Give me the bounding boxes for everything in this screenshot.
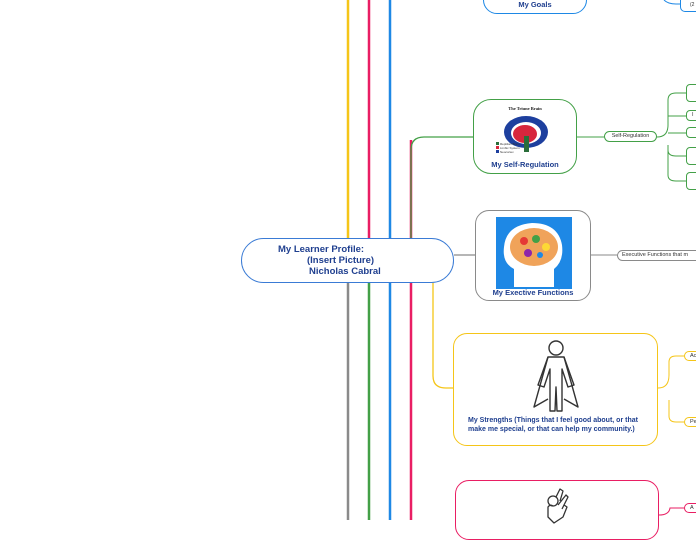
connector-goals-leaf [663,0,680,5]
goals-leaf-pill[interactable]: wh (2 [680,0,696,12]
strengths-branch-2[interactable]: Pe [684,417,696,427]
bottom-branch-1[interactable]: A [684,503,696,513]
connector-strengths-leaves [657,355,684,423]
selfreg-leaf-3[interactable] [686,127,696,138]
bottom-node[interactable] [455,480,659,540]
superhero-icon [533,340,579,412]
connector-strengths [432,283,453,389]
self-regulation-title: My Self-Regulation [491,160,559,169]
triune-brain-image: The Triune Brain Reptilian Brain Limbic … [492,106,558,160]
brain-kids-image [496,217,572,289]
selfreg-leaf-2[interactable]: I [686,110,696,121]
selfreg-leaf-1[interactable] [686,84,696,102]
central-node[interactable]: My Learner Profile: (Insert Picture) Nic… [241,238,454,283]
self-regulation-branch[interactable]: Self-Regulation [604,131,657,142]
central-title: My Learner Profile: [278,244,365,255]
edge-fragment-2: (2 [690,2,695,8]
brain-icon [496,116,548,153]
central-picture-placeholder: (Insert Picture) [307,255,375,266]
mind-map-canvas [346,0,686,520]
legend-reptilian: Reptilian Brain [500,142,520,146]
self-regulation-node[interactable]: The Triune Brain Reptilian Brain Limbic … [473,99,577,174]
strengths-title: My Strengths (Things that I feel good ab… [468,417,638,433]
goals-title: My Goals [518,0,552,9]
strengths-branch-1[interactable]: Ac [684,351,696,361]
connector-bottom-leaves [658,507,684,516]
executive-functions-node[interactable] [475,210,591,301]
strengths-node[interactable]: My Strengths (Things that I feel good ab… [453,333,658,446]
legend-neocortex: Neocortex [500,150,514,154]
triune-brain-title: The Triune Brain [508,106,542,111]
connector-self-regulation [410,136,473,238]
connector-selfreg-leaves [656,92,686,182]
central-student-name: Nicholas Cabral [309,266,381,277]
executive-functions-title: My Exective Functions [492,288,574,297]
executive-functions-branch[interactable]: Executive Functions that m [617,250,696,261]
edge-fragment-1: wh [690,0,696,2]
legend-limbic: Limbic System [500,146,520,150]
selfreg-leaf-5[interactable] [686,172,696,190]
ok-hand-icon [547,488,569,524]
selfreg-leaf-4[interactable] [686,147,696,165]
